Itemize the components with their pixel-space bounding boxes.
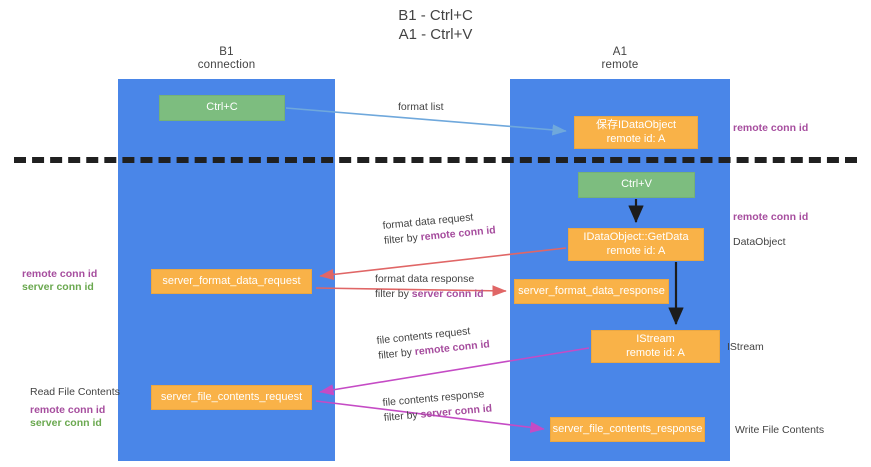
title-line-1: B1 - Ctrl+C [398,7,473,24]
node-label: server_format_data_response [518,284,665,297]
annotation-text: Write File Contents [735,424,825,436]
annotation-remote-conn-id-top: remote conn id [733,122,808,135]
edge-label-line1: format list [398,101,444,113]
annotation-read-file-contents: Read File Contents [30,386,120,398]
node-label: server_file_contents_request [160,390,303,403]
annotation-server-conn-id: server conn id [30,417,102,429]
annotation-server-conn-id: server conn id [22,281,94,293]
annotation-text: remote conn id [733,122,809,134]
annotation-remote-conn-id: remote conn id [22,268,98,280]
edge-label-format-list: format list [398,100,444,115]
annotation-left-bottom: Read File Contents remote conn id server… [30,386,120,430]
node-idataobject-store[interactable]: 保存IDataObject remote id: A [574,116,698,149]
page-title: B1 - Ctrl+C A1 - Ctrl+V [0,6,871,44]
node-sublabel: remote id: A [606,132,666,145]
arrow-format-list [285,107,567,136]
edge-label-file-contents-response: file contents response filter by server … [382,387,493,426]
node-label: server_file_contents_response [552,422,703,435]
node-sublabel: remote id: A [626,346,685,359]
node-label: server_format_data_request [162,274,301,287]
node-label: Ctrl+V [621,178,652,191]
node-idataobject-getdata[interactable]: IDataObject::GetData remote id: A [568,228,704,261]
node-server-format-data-request[interactable]: server_format_data_request [151,269,312,294]
arrow-file-contents-request [319,347,590,396]
column-header-a1-line2: remote [601,59,639,71]
arrow-format-data-request [319,247,567,281]
column-header-a1: A1 remote [510,46,730,72]
arrow-file-contents-response [315,400,545,433]
node-label: IStream [636,333,675,345]
node-server-format-data-response[interactable]: server_format_data_response [514,279,669,304]
edge-label-format-data-response: format data response filter by server co… [375,272,484,302]
column-header-b1-line2: connection [197,59,256,71]
node-server-file-contents-request[interactable]: server_file_contents_request [151,385,312,410]
node-ctrl-c[interactable]: Ctrl+C [159,95,285,121]
column-header-b1-line1: B1 [219,46,234,58]
annotation-remote-conn-id-middle: remote conn id [733,211,808,224]
annotation-text: remote conn id [733,211,809,223]
column-header-a1-line1: A1 [612,46,628,58]
annotation-text: IStream [727,341,764,353]
node-istream[interactable]: IStream remote id: A [591,330,720,363]
node-label: IDataObject::GetData [583,231,689,243]
edge-label-line1: format data response [375,273,475,285]
edge-label-line2-prefix: filter by [377,346,416,362]
annotation-text: DataObject [733,236,786,248]
edge-label-line2-prefix: filter by [375,288,412,300]
node-label: 保存IDataObject [595,119,677,131]
title-line-2: A1 - Ctrl+V [398,26,473,43]
annotation-left-middle: remote conn id server conn id [22,268,97,294]
edge-label-line2-prefix: filter by [383,231,422,247]
column-header-b1: B1 connection [118,46,335,72]
section-divider [14,157,857,163]
edge-label-file-contents-request: file contents request filter by remote c… [376,322,491,364]
edge-label-line2-prefix: filter by [383,408,422,424]
edge-label-line2-key: server conn id [411,288,484,300]
annotation-write-file-contents: Write File Contents [735,424,824,437]
node-label: Ctrl+C [206,101,238,114]
edge-label-format-data-request: format data request filter by remote con… [382,208,496,249]
node-server-file-contents-response[interactable]: server_file_contents_response [550,417,705,442]
annotation-istream: IStream [727,341,764,354]
node-sublabel: remote id: A [606,244,666,257]
annotation-dataobject: DataObject [733,236,786,249]
node-ctrl-v[interactable]: Ctrl+V [578,172,695,198]
arrow-format-data-response [315,285,507,297]
annotation-remote-conn-id: remote conn id [30,404,106,416]
